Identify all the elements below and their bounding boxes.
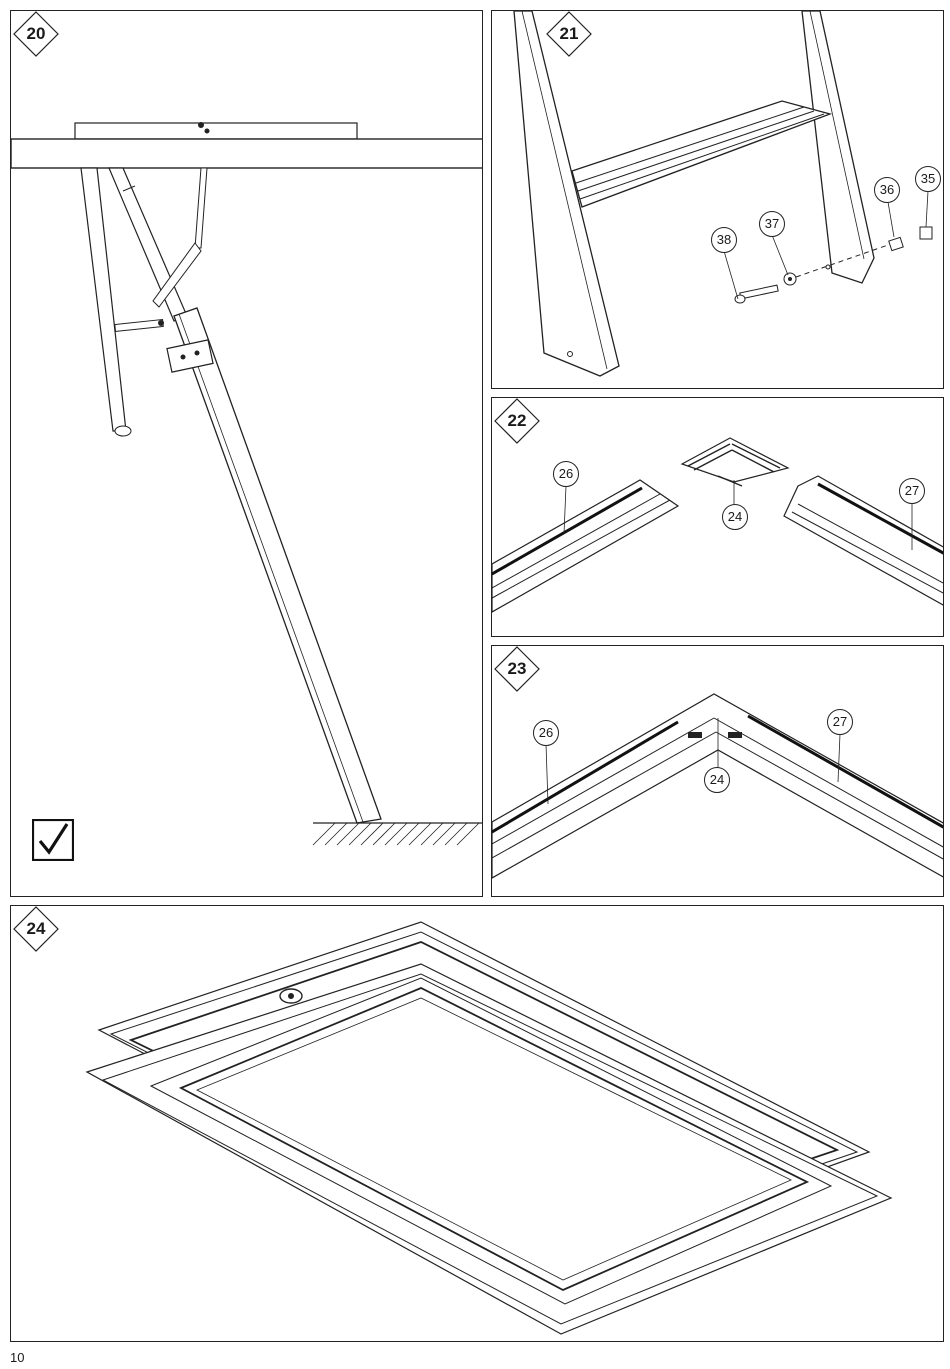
callout-38: 38 — [711, 227, 737, 253]
checkbox-check-icon — [32, 819, 74, 861]
callout-26: 26 — [533, 720, 559, 746]
page-number: 10 — [10, 1350, 24, 1365]
step-20-illustration — [11, 11, 483, 897]
step-23-number: 23 — [494, 646, 540, 692]
step-24-number: 24 — [13, 906, 59, 952]
step-22-badge: 22 — [494, 398, 540, 444]
callout-24: 24 — [704, 767, 730, 793]
callout-26: 26 — [553, 461, 579, 487]
step-24-badge: 24 — [13, 906, 59, 952]
step-20-panel: 20 — [10, 10, 483, 897]
callout-27: 27 — [899, 478, 925, 504]
callout-24: 24 — [722, 504, 748, 530]
step-23-panel: 23 26 27 24 — [491, 645, 944, 897]
callout-35: 35 — [915, 166, 941, 192]
callout-27: 27 — [827, 709, 853, 735]
step-22-illustration — [492, 398, 944, 637]
step-24-illustration — [11, 906, 944, 1342]
step-23-badge: 23 — [494, 646, 540, 692]
step-24-panel: 24 — [10, 905, 944, 1342]
callout-36: 36 — [874, 177, 900, 203]
callout-37: 37 — [759, 211, 785, 237]
step-22-panel: 22 26 24 27 — [491, 397, 944, 637]
step-21-number: 21 — [546, 11, 592, 57]
step-21-panel: 21 35 36 37 38 — [491, 10, 944, 389]
step-21-illustration — [492, 11, 944, 389]
step-22-number: 22 — [494, 398, 540, 444]
step-20-number: 20 — [13, 11, 59, 57]
step-21-badge: 21 — [546, 11, 592, 57]
step-20-badge: 20 — [13, 11, 59, 57]
